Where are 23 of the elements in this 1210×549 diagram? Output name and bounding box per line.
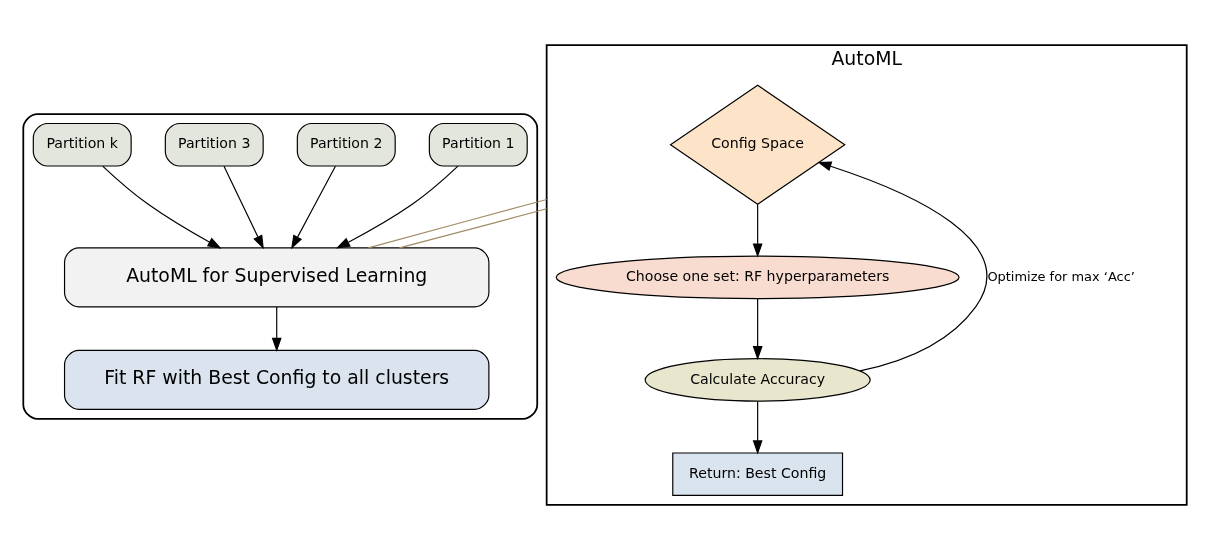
node-box: Partition 1 (428, 122, 528, 167)
arrow (223, 165, 264, 249)
node-box: Partition 2 (296, 122, 396, 167)
connector (367, 198, 548, 248)
arrow (752, 400, 763, 454)
node-box: Partition 3 (164, 122, 264, 167)
node-box: Fit RF with Best Config to all clusters (63, 349, 490, 410)
arrow (752, 203, 763, 258)
arrow (291, 165, 336, 249)
node-ellipse: Calculate Accuracy (644, 357, 871, 402)
node-box: AutoML for Supervised Learning (63, 246, 490, 307)
node-diamond: Config Space (669, 84, 846, 205)
edge-label: Optimize for max ‘Acc’ (987, 268, 1135, 284)
node-box: Partition k (32, 122, 132, 167)
arrow (102, 164, 222, 249)
arrow (752, 297, 763, 360)
node-box: Return: Best Config (672, 451, 844, 496)
node-ellipse: Choose one set: RF hyperparameters (555, 255, 960, 299)
cluster (22, 112, 539, 420)
connector (398, 207, 548, 248)
arrow (817, 161, 988, 371)
arrow (271, 305, 282, 352)
arrow (335, 165, 459, 249)
